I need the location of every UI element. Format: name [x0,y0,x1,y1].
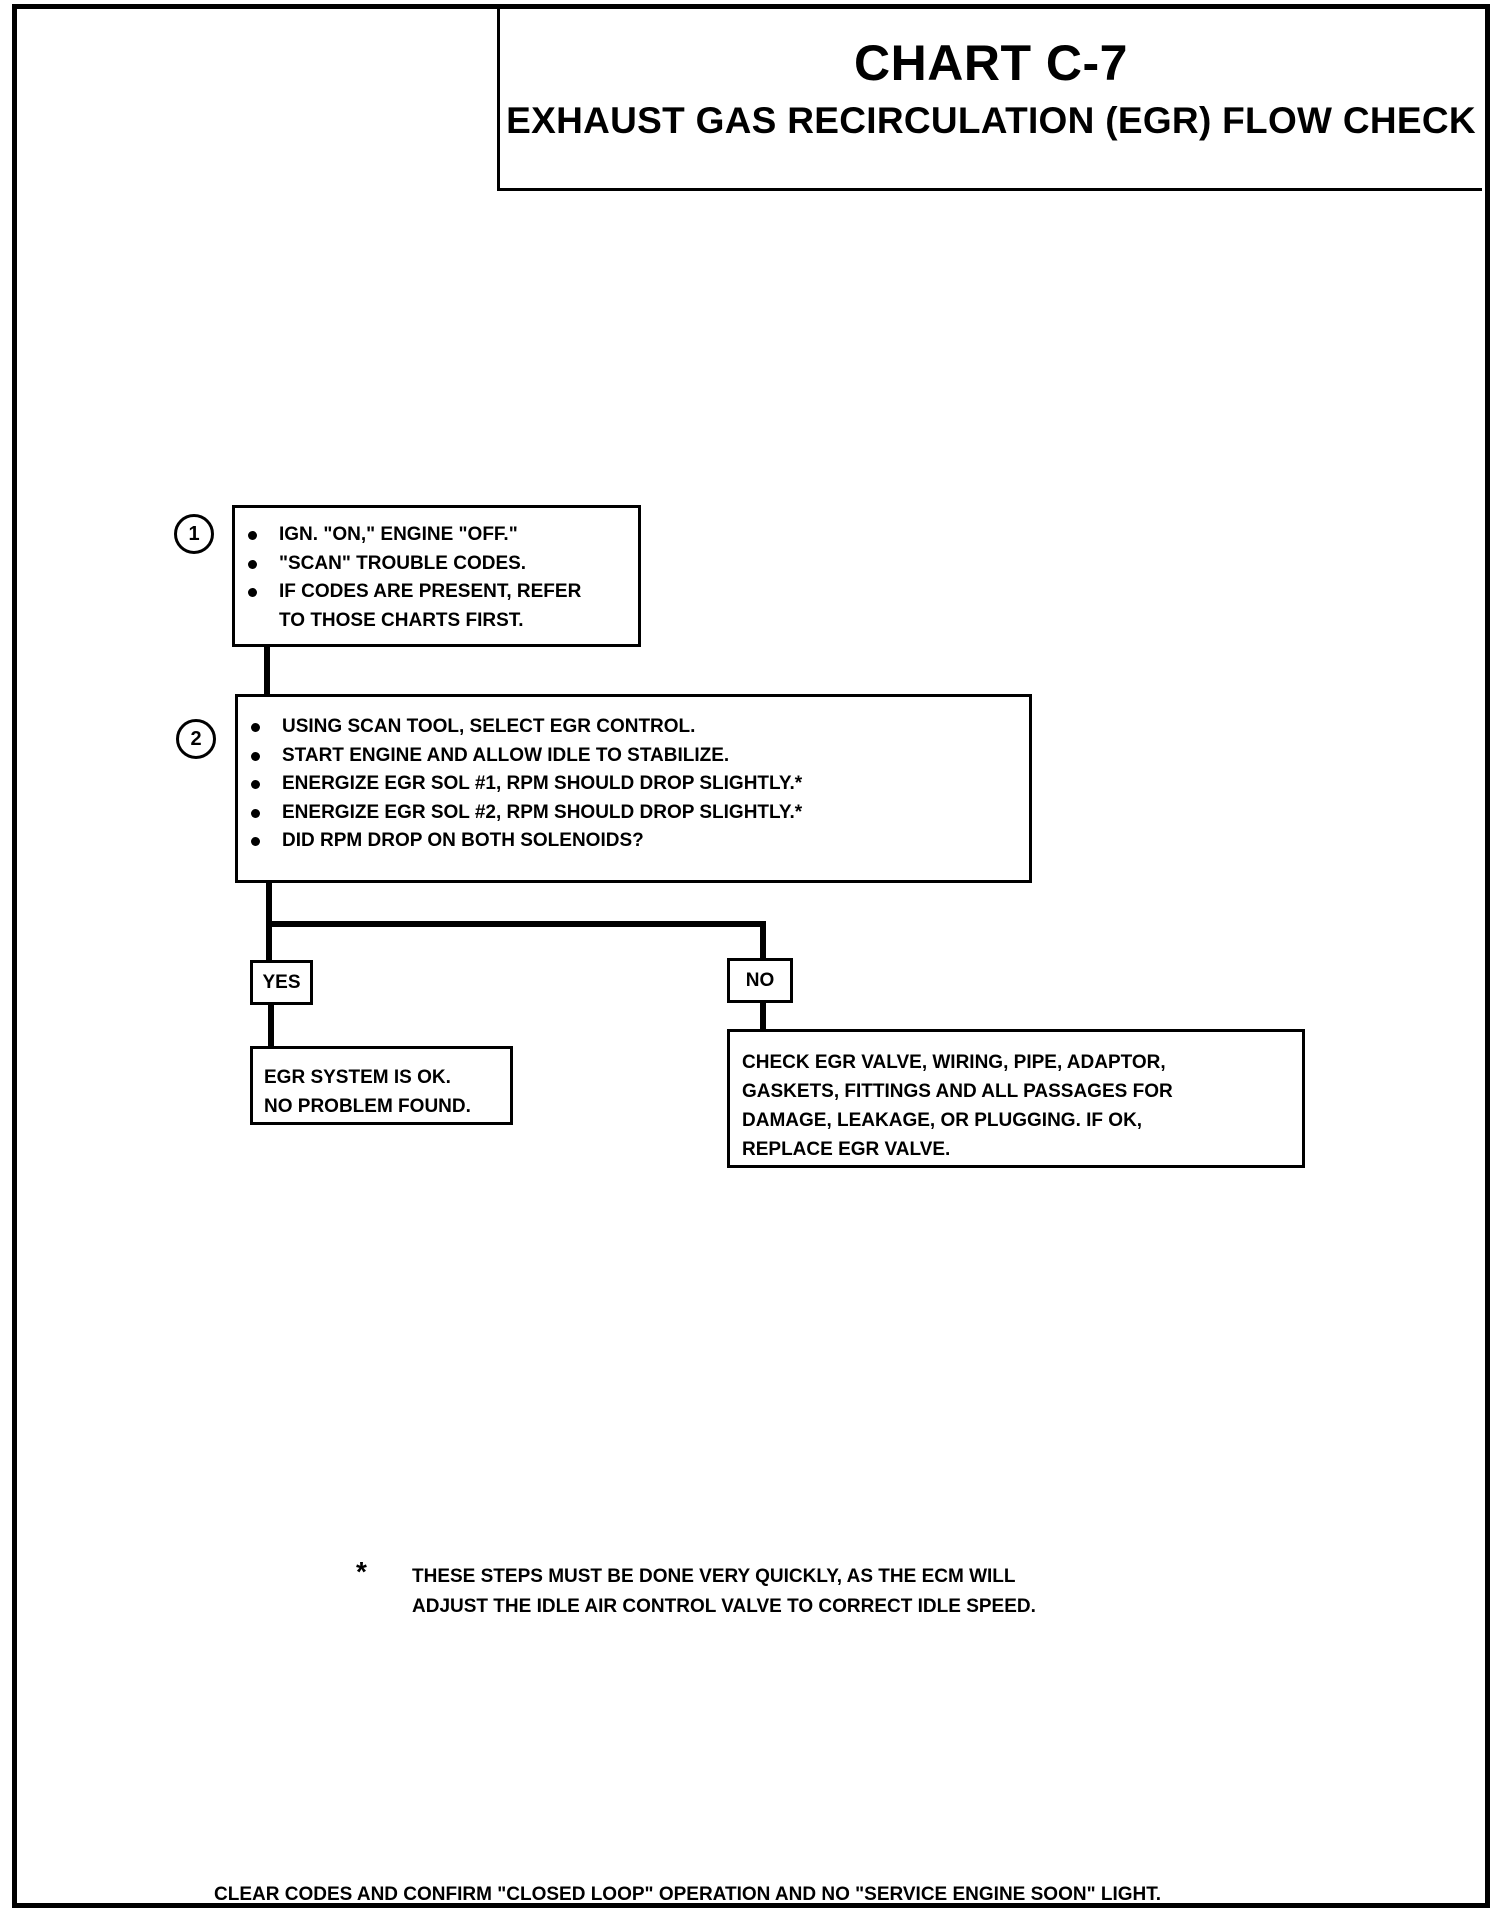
chart-subtitle: EXHAUST GAS RECIRCULATION (EGR) FLOW CHE… [506,100,1476,141]
connector-branch-horizontal [266,921,766,927]
connector-step1-step2 [264,647,270,695]
step-1-item: IF CODES ARE PRESENT, REFER TO THOSE CHA… [235,578,638,635]
footnote-marker: * [356,1556,367,1587]
step-2-marker: 2 [176,719,216,759]
step-2-item: START ENGINE AND ALLOW IDLE TO STABILIZE… [238,742,1029,771]
yes-result-box: EGR SYSTEM IS OK. NO PROBLEM FOUND. [250,1046,513,1125]
step-1-item: IGN. "ON," ENGINE "OFF." [235,521,638,550]
step-1-marker: 1 [174,514,214,554]
connector-branch-no [760,921,766,958]
connector-yes-result [268,1005,274,1048]
step-2-item: USING SCAN TOOL, SELECT EGR CONTROL. [238,713,1029,742]
no-result-box: CHECK EGR VALVE, WIRING, PIPE, ADAPTOR, … [727,1029,1305,1168]
step-2-box: USING SCAN TOOL, SELECT EGR CONTROL. STA… [235,694,1032,883]
step-2-item: ENERGIZE EGR SOL #2, RPM SHOULD DROP SLI… [238,799,1029,828]
step-2-item: DID RPM DROP ON BOTH SOLENOIDS? [238,827,1029,856]
title-block: CHART C-7 EXHAUST GAS RECIRCULATION (EGR… [497,8,1482,191]
chart-title: CHART C-7 [854,35,1128,91]
yes-label: YES [250,960,313,1005]
page-frame [12,4,1490,1908]
no-label: NO [727,958,793,1003]
step-2-item: ENERGIZE EGR SOL #1, RPM SHOULD DROP SLI… [238,770,1029,799]
step-1-box: IGN. "ON," ENGINE "OFF." "SCAN" TROUBLE … [232,505,641,647]
connector-no-result [760,1003,766,1031]
step-1-item-text: IF CODES ARE PRESENT, REFER [279,581,582,602]
step-1-item: "SCAN" TROUBLE CODES. [235,550,638,579]
footnote-text: THESE STEPS MUST BE DONE VERY QUICKLY, A… [412,1566,1036,1617]
step-1-item-continued: TO THOSE CHARTS FIRST. [279,609,524,631]
bottom-note: CLEAR CODES AND CONFIRM "CLOSED LOOP" OP… [214,1884,1162,1905]
